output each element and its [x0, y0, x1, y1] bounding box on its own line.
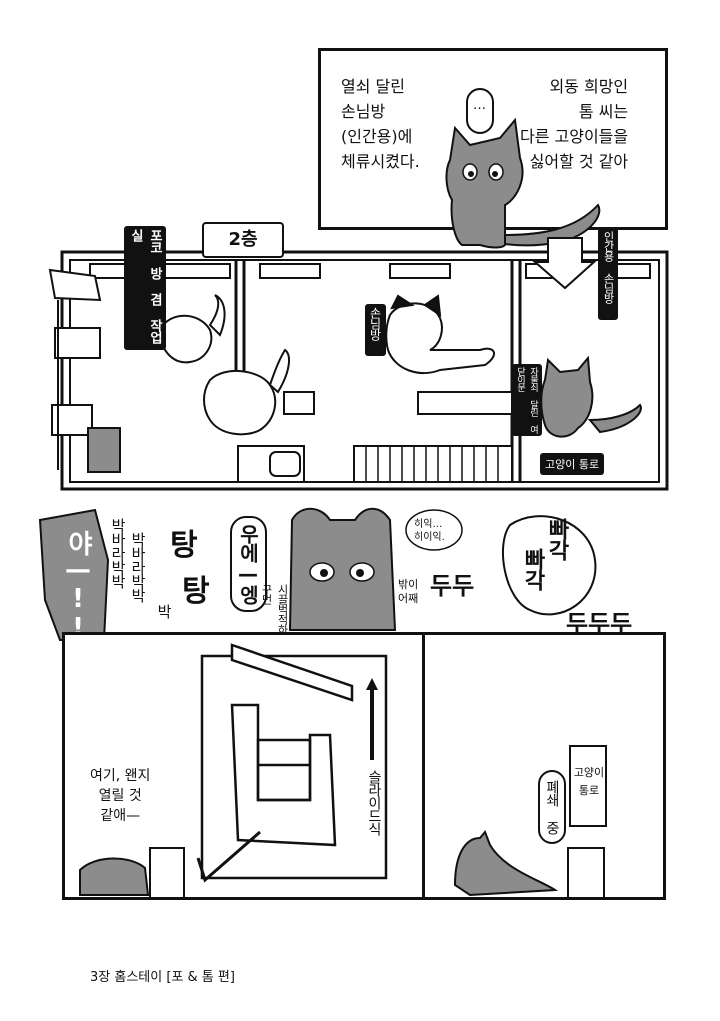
sfx-tang-1: 탕 [170, 528, 198, 563]
sfx-ppa-1: 빠각 [544, 518, 569, 560]
speech-bubble: … [466, 88, 494, 134]
label-cat-passage: 고양이 통로 [540, 453, 605, 475]
narration-left: 열쇠 달린 손님방 (인간용)에 체류시켰다. [341, 77, 420, 171]
closed-label: 폐쇄 중 [538, 770, 566, 844]
sfx-outside: 밖이 어째 [398, 578, 419, 605]
cat-passage-sign: 고양이 통로 [573, 766, 605, 797]
label-guest-room: 손님방 [365, 304, 386, 356]
sfx-ppa-2: 빠각 [520, 548, 545, 590]
sfx-bak-2: 박바라박박 [129, 532, 147, 602]
label-poco-room: 포코 방 겸 작업실 [124, 226, 166, 350]
sfx-tang-2: 탕 [182, 574, 210, 609]
chapter-footer: 3장 홈스테이 [포 & 톰 편] [90, 970, 235, 985]
narration-right: 외동 희망인 톰 씨는 다른 고양이들을 싫어할 것 같아 [520, 77, 629, 171]
floor-label: 2층 [202, 222, 284, 258]
sfx-bak-3: 박 [155, 604, 173, 618]
sfx-dudu-1: 두두 [430, 572, 475, 600]
door-left-text: 여기, 왠지 열릴 것 같애— [90, 768, 151, 824]
slide-label: 슬라이드식 [366, 770, 382, 835]
label-key-door: 자물쇠 달린 여닫이문 [512, 364, 542, 436]
sfx-hiik: 히익… 히이익. [414, 519, 445, 543]
label-guest-room-human: 인간용 손님방 [598, 228, 618, 320]
sfx-yah: 야—!! [63, 530, 93, 642]
sfx-bak-1: 박바라박박 [109, 518, 127, 588]
sfx-ueng: 우에—엥 [230, 516, 267, 612]
sfx-noisy: 시끌벅적하구먼 [260, 584, 289, 634]
